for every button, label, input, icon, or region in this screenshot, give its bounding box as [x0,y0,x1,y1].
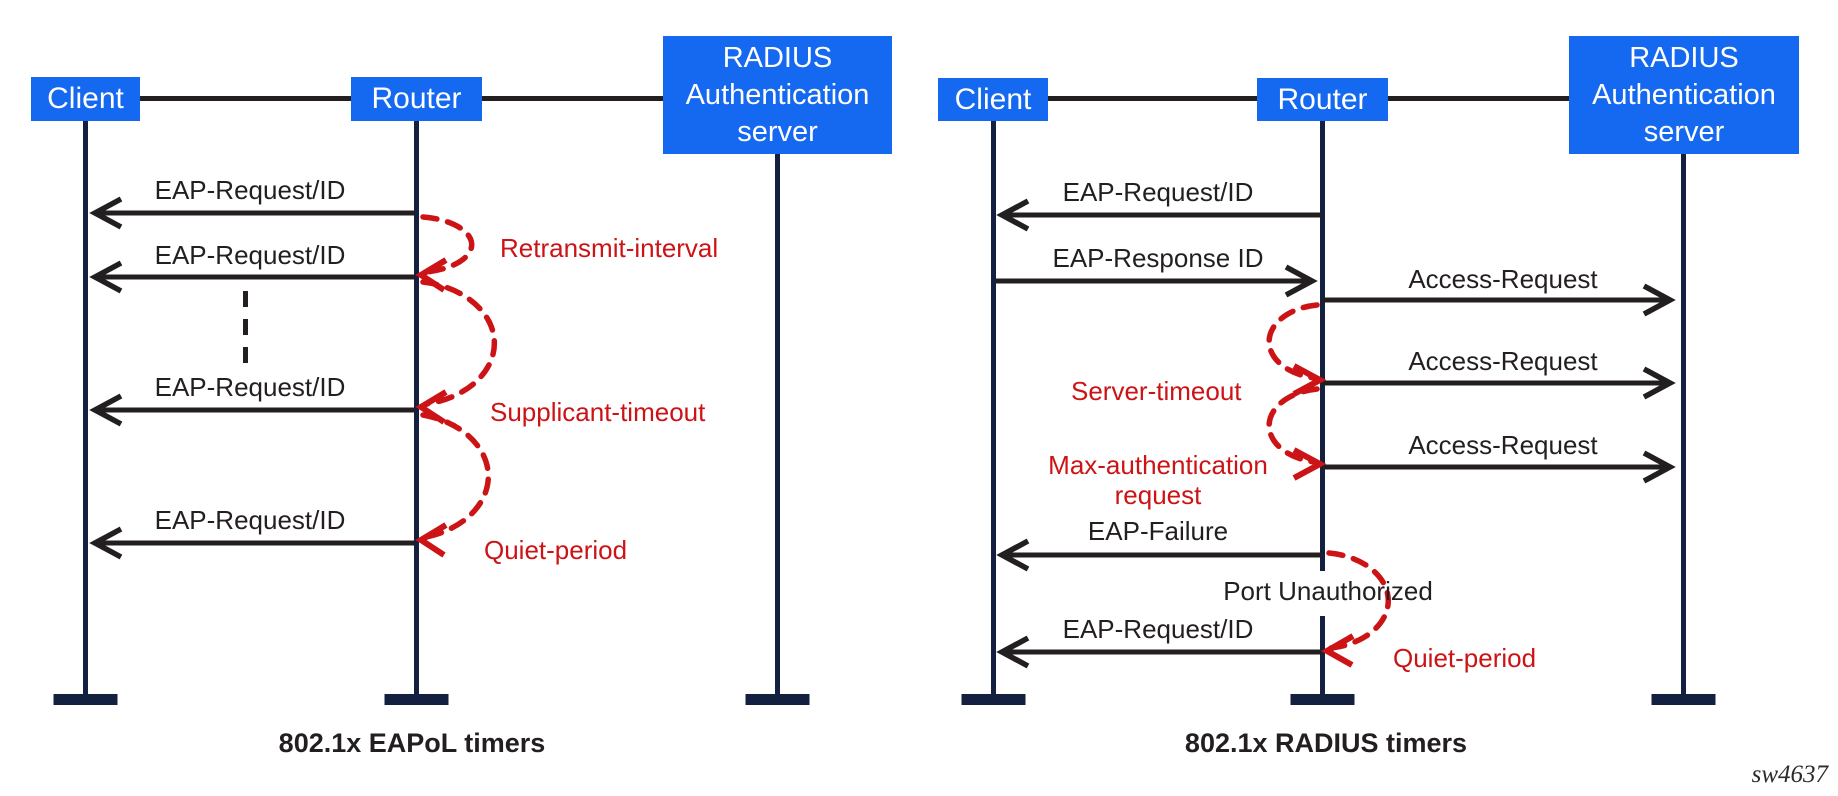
port-unauthorized-label: Port Unauthorized [1223,576,1433,606]
right-client-box: Client [938,78,1048,121]
left-quiet-period-label: Quiet-period [484,535,628,565]
server-timeout-label: Server-timeout [1071,376,1242,406]
right-lifelines [961,120,1716,705]
right-msg-arrow-5 [1322,450,1676,484]
max-authentication-arc [1266,386,1327,481]
arrow-head-right [1642,366,1676,400]
arrow-head-left [996,198,1030,232]
right-message-label-3: Access-Request [1408,264,1598,294]
left-msg-arrow-3 [89,393,415,427]
right-message-label-6: EAP-Failure [1087,516,1229,546]
arrow-head-right [1642,450,1676,484]
timer-arc-path [1266,302,1320,381]
timer-arrow-head [415,522,448,558]
timer-arc-path [420,214,475,275]
supplicant-timeout-label: Supplicant-timeout [490,397,706,427]
right-client-lifeline-foot [961,694,1026,705]
timer-arc-path [420,412,492,540]
left-quiet-period-arc [415,412,492,558]
right-message-arrows [996,198,1676,669]
timer-arc-path [1326,550,1391,651]
right-quiet-period-arc [1320,550,1391,668]
right-message-label-1: EAP-Request/ID [1062,177,1254,207]
left-message-label-1: EAP-Request/ID [154,175,346,205]
left-router-box: Router [351,77,482,121]
right-msg-arrow-4 [1322,366,1676,400]
right-msg-arrow-2 [996,264,1318,298]
right-message-label-5: Access-Request [1408,430,1598,460]
left-diagram-caption: 802.1x EAPoL timers [278,728,546,758]
left-message-label-2: EAP-Request/ID [154,240,346,270]
supplicant-timeout-arc [415,279,498,425]
left-message-label-4: EAP-Request/ID [154,505,346,535]
left-timer-arcs [415,214,498,558]
right-diagram-caption: 802.1x RADIUS timers [1184,728,1468,758]
arrow-head-right [1642,283,1676,317]
arrow-head-left [89,393,123,427]
left-lifelines [53,120,810,705]
arrow-head-right [1284,264,1318,298]
left-msg-arrow-2 [89,260,415,294]
left-client-lifeline-foot [53,694,118,705]
right-msg-arrow-1 [996,198,1322,232]
arrow-head-left [996,538,1030,572]
right-message-label-4: Access-Request [1408,346,1598,376]
left-msg-arrow-4 [89,526,415,560]
left-router-lifeline-foot [384,694,449,705]
arrow-head-left [996,635,1030,669]
arrow-head-left [89,260,123,294]
right-server-lifeline-foot [1651,694,1716,705]
max-authentication-label: Max-authentication request [1048,450,1268,510]
left-msg-arrow-1 [89,196,415,230]
timer-arrow-head [1320,633,1355,668]
right-message-label-2: EAP-Response ID [1052,243,1264,273]
right-radius-server-box: RADIUS Authentication server [1569,36,1799,154]
timer-arc-path [420,279,498,407]
left-server-lifeline-foot [745,694,810,705]
arrow-head-left [89,526,123,560]
right-timer-arcs [1266,302,1391,668]
timer-arrow-head [1292,447,1327,481]
right-message-label-7: EAP-Request/ID [1062,614,1254,644]
right-msg-arrow-6 [996,538,1322,572]
retransmit-interval-label: Retransmit-interval [500,233,719,263]
right-quiet-period-label: Quiet-period [1393,643,1537,673]
figure-id-label: sw4637 [1751,761,1828,788]
right-router-box: Router [1257,78,1388,121]
retransmit-interval-arc [415,214,475,293]
arrow-head-left [89,196,123,230]
right-msg-arrow-3 [1322,283,1676,317]
left-radius-server-box: RADIUS Authentication server [663,36,892,154]
left-message-arrows [89,196,415,560]
left-message-label-3: EAP-Request/ID [154,372,346,402]
server-timeout-arc [1266,302,1327,397]
timer-arc-path [1266,386,1320,465]
right-router-lifeline-foot [1290,694,1355,705]
right-msg-arrow-7 [996,635,1322,669]
left-client-box: Client [31,77,140,121]
